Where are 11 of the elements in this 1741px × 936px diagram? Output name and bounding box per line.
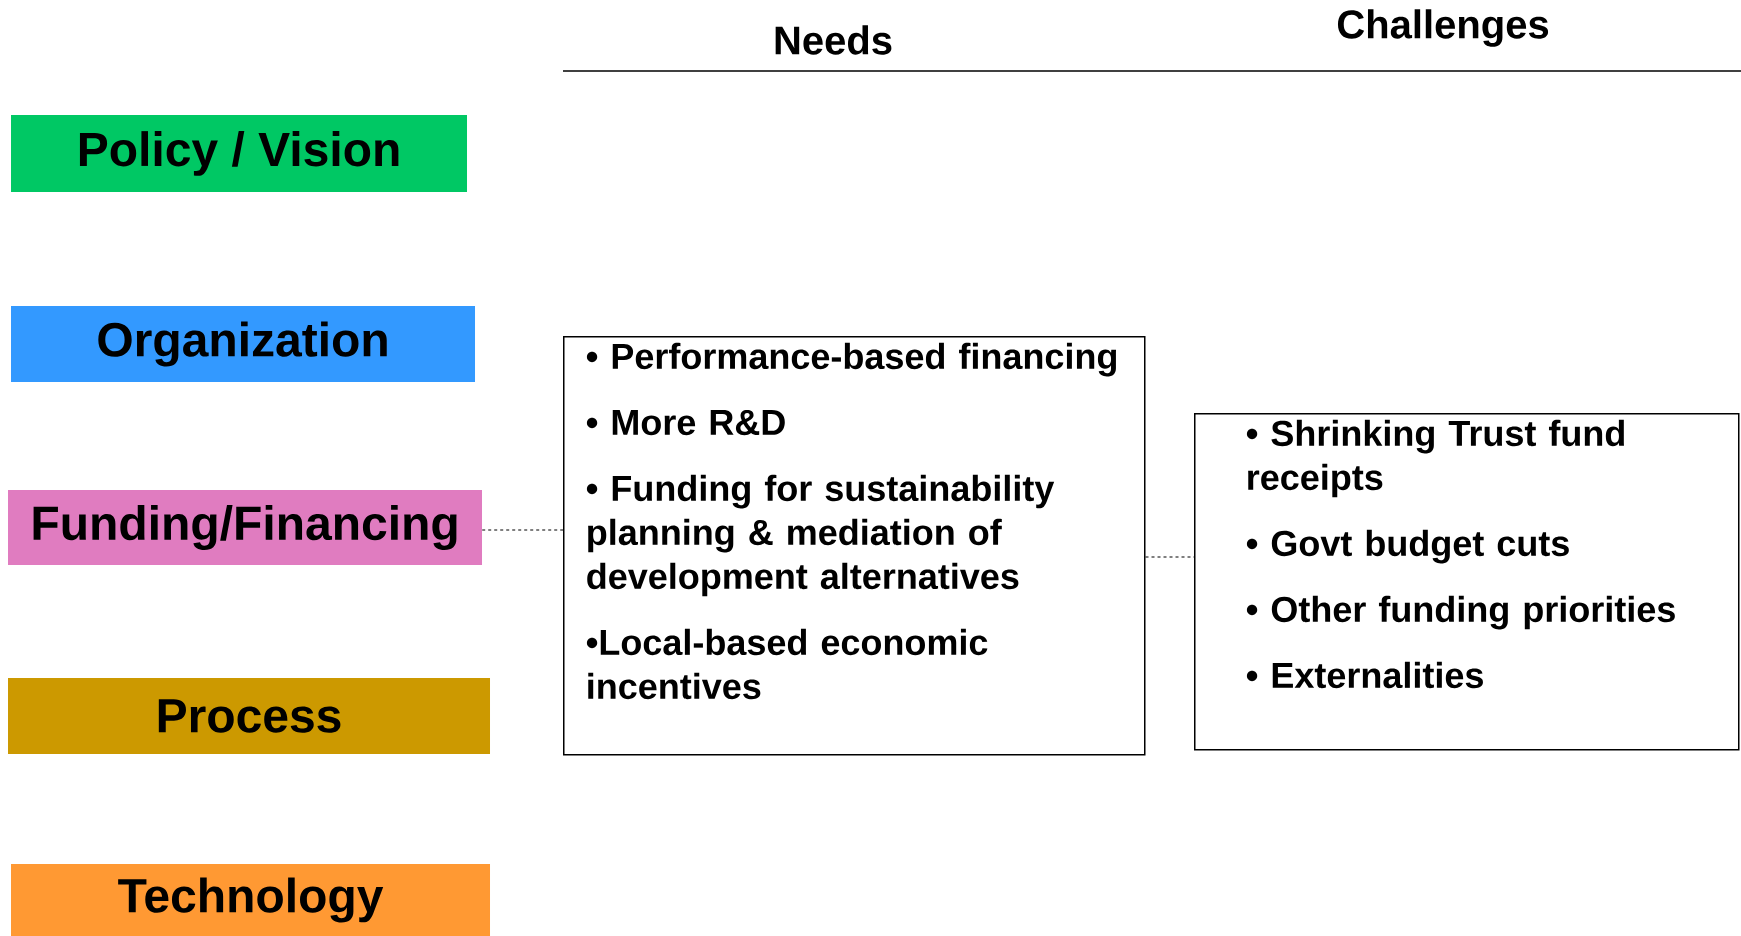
category-box: Policy / Vision — [11, 115, 467, 192]
category-box: Technology — [11, 864, 490, 936]
column-heading: Challenges — [1337, 9, 1549, 47]
bullet-list-box: • Shrinking Trust fund receipts • Govt budget cuts • Other funding priorities • Externalities — [1194, 413, 1740, 751]
category-box: Process — [8, 678, 490, 754]
column-heading: Needs — [775, 25, 892, 55]
connector-line — [481, 529, 564, 531]
connector-line — [1145, 556, 1195, 558]
category-box: Funding/Financing — [8, 490, 482, 565]
bullet-list-box: • Performance-based financing • More R&D • Funding for sustainability planning & mediation of development alternatives •Local-based economic incentives — [563, 336, 1146, 756]
category-box: Organization — [11, 306, 475, 382]
